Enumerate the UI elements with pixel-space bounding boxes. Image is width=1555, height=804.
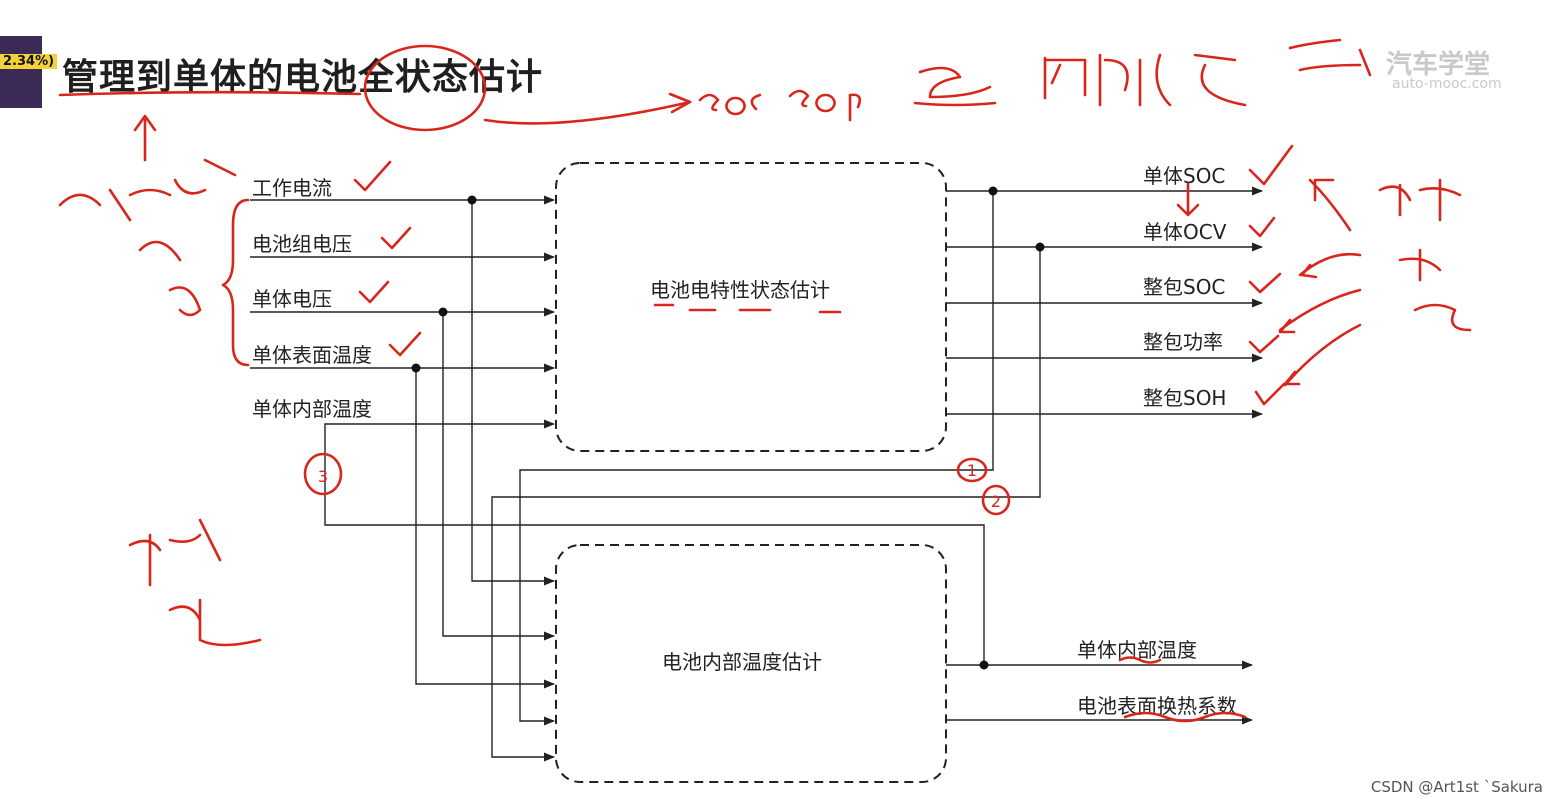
watermark-logo-sub: auto-mooc.com	[1392, 76, 1502, 92]
branch-current	[471, 200, 556, 586]
annotation-right-arrows	[1278, 178, 1362, 387]
annotation-output-underline-2	[1123, 711, 1247, 723]
junction-cell-ocv	[1035, 242, 1045, 252]
junction-internal-temp	[979, 660, 989, 670]
output-label-cell-soc: 单体SOC	[1143, 164, 1226, 188]
check-input-3	[358, 280, 390, 304]
annotation-left-scribble	[58, 158, 237, 317]
watermark-logo: 汽车学堂	[1386, 50, 1491, 80]
branch-cell-voltage	[442, 312, 556, 641]
check-output-1	[1248, 144, 1294, 186]
branch-surface-temp	[415, 368, 556, 689]
input-label-cell-surface-temp: 单体表面温度	[252, 343, 372, 367]
output-label-pack-soh: 整包SOH	[1143, 386, 1227, 410]
output-label-pack-soc: 整包SOC	[1143, 275, 1226, 299]
zoom-badge: 2.34%)	[0, 54, 58, 69]
check-output-5	[1254, 382, 1286, 406]
marker-number-2: 2	[991, 492, 1001, 511]
annotation-arrow	[483, 92, 692, 125]
check-output-4	[1248, 334, 1280, 354]
marker-number-1: 1	[967, 461, 977, 480]
annotation-up-arrow	[133, 114, 157, 162]
annotation-watermark-scribble	[1288, 38, 1372, 77]
block-thermal	[555, 544, 947, 783]
annotation-output-underline-1	[1118, 656, 1162, 664]
check-output-3	[1248, 272, 1282, 294]
feedback-line-1	[519, 191, 994, 726]
output-label-cell-ocv: 单体OCV	[1143, 220, 1227, 244]
slide-side-tab	[0, 36, 42, 108]
junction-cell-voltage	[438, 307, 448, 317]
marker-circle-2	[981, 484, 1011, 516]
input-label-cell-internal-temp: 单体内部温度	[252, 397, 372, 421]
junction-cell-soc	[988, 186, 998, 196]
page-title: 管理到单体的电池全状态估计	[62, 57, 544, 98]
annotation-right-scribble	[1378, 178, 1472, 332]
annotation-block-underline	[653, 303, 842, 314]
annotation-circle-estimation	[363, 44, 487, 132]
annotation-left-scribble-2	[128, 518, 262, 647]
junction-current	[467, 195, 477, 205]
marker-number-3: 3	[318, 467, 328, 486]
check-input-4	[388, 331, 422, 357]
check-output-2	[1248, 216, 1276, 238]
input-label-pack-voltage: 电池组电压	[252, 232, 352, 256]
block-electrical	[555, 162, 947, 452]
feedback-line-3	[324, 419, 985, 665]
output-label-pack-power: 整包功率	[1143, 330, 1223, 354]
junction-surface-temp	[411, 363, 421, 373]
block-title-thermal: 电池内部温度估计	[662, 650, 822, 674]
annotation-bracket	[221, 198, 250, 367]
feedback-line-2	[491, 247, 1041, 762]
check-input-2	[380, 226, 412, 250]
annotation-title-underline	[58, 90, 362, 97]
annotation-soc-ocv-arrow	[1176, 182, 1200, 217]
marker-circle-1	[956, 457, 988, 483]
input-label-work-current: 工作电流	[252, 176, 332, 200]
footer-credit: CSDN @Art1st `Sakura	[1370, 778, 1543, 796]
block-title-electrical: 电池电特性状态估计	[650, 278, 830, 302]
marker-circle-3	[303, 452, 343, 496]
annotation-soc-sop-soh	[698, 66, 997, 122]
annotation-internal-scribble	[1043, 53, 1247, 107]
input-label-cell-voltage: 单体电压	[252, 287, 332, 311]
check-input-1	[353, 160, 392, 192]
